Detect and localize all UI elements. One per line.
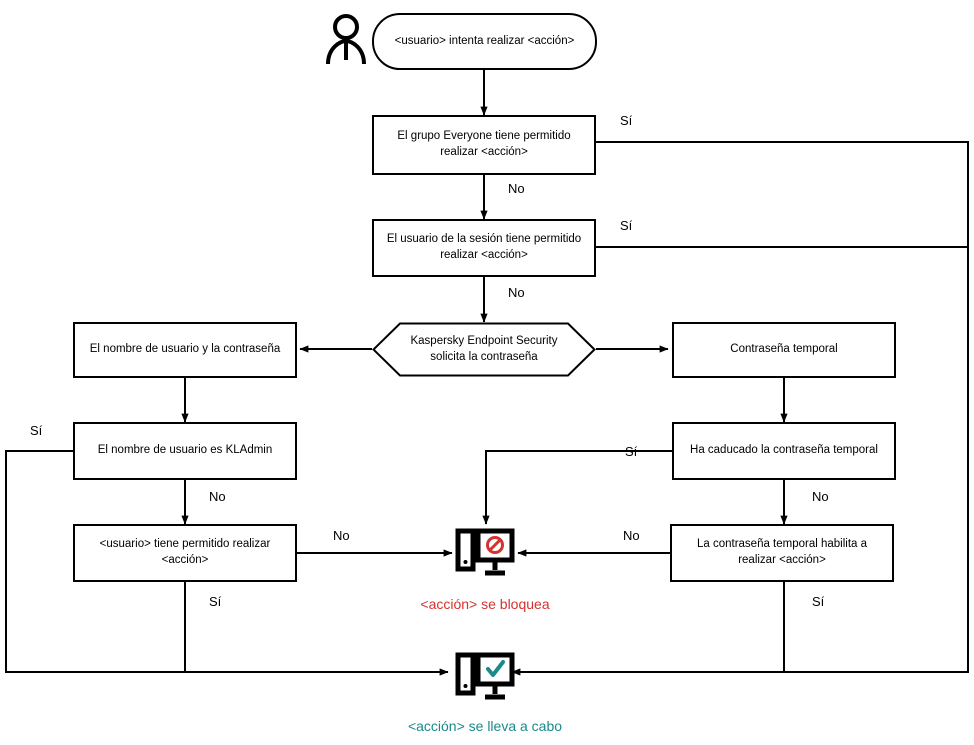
outcome-blocked-label: <acción> se bloquea bbox=[420, 596, 550, 612]
edge-label-kladmin-yes: Sí bbox=[30, 423, 43, 438]
hexagon-shape bbox=[372, 322, 596, 377]
outcome-allowed-label: <acción> se lleva a cabo bbox=[407, 718, 563, 734]
edge-label-expired-yes: Sí bbox=[625, 444, 638, 459]
edge-label-expired-no: No bbox=[812, 489, 829, 504]
user-person-icon bbox=[326, 14, 366, 65]
node-start-label: <usuario> intenta realizar <acción> bbox=[394, 34, 575, 47]
edge-label-user-allowed-no: No bbox=[333, 528, 350, 543]
edge-expired-yes bbox=[482, 450, 672, 525]
node-username-and-password-label: El nombre de usuario y la contraseña bbox=[89, 343, 281, 356]
node-user-allowed-action: <usuario> tiene permitido realizar <acci… bbox=[73, 524, 297, 582]
node-username-and-password: El nombre de usuario y la contraseña bbox=[73, 322, 297, 378]
node-temporary-password: Contraseña temporal bbox=[672, 322, 896, 378]
edge-label-session-no: No bbox=[508, 285, 525, 300]
edge-label-everyone-yes: Sí bbox=[620, 113, 633, 128]
node-temp-password-enables: La contraseña temporal habilita a realiz… bbox=[670, 524, 894, 582]
node-session-user-allowed: El usuario de la sesión tiene permitido … bbox=[372, 219, 596, 277]
node-user-allowed-action-label: <usuario> tiene permitido realizar <acci… bbox=[99, 538, 271, 566]
computer-check-icon bbox=[455, 652, 515, 700]
edge-label-session-yes: Sí bbox=[620, 218, 633, 233]
edge-label-enables-no: No bbox=[623, 528, 640, 543]
node-session-user-allowed-label: El usuario de la sesión tiene permitido … bbox=[386, 233, 582, 261]
edge-label-everyone-no: No bbox=[508, 181, 525, 196]
node-temporary-password-label: Contraseña temporal bbox=[730, 343, 838, 356]
node-username-is-kladmin: El nombre de usuario es KLAdmin bbox=[73, 422, 297, 480]
node-temp-password-expired-label: Ha caducado la contraseña temporal bbox=[690, 444, 878, 457]
node-start: <usuario> intenta realizar <acción> bbox=[372, 13, 597, 70]
edge-label-user-allowed-yes: Sí bbox=[209, 594, 222, 609]
node-username-is-kladmin-label: El nombre de usuario es KLAdmin bbox=[97, 444, 273, 457]
node-kes-requests-password: Kaspersky Endpoint Security solicita la … bbox=[372, 322, 596, 377]
node-everyone-allowed-label: El grupo Everyone tiene permitido realiz… bbox=[397, 130, 571, 158]
node-temp-password-expired: Ha caducado la contraseña temporal bbox=[672, 422, 896, 480]
edge-everyone-yes bbox=[511, 141, 969, 676]
computer-blocked-icon bbox=[455, 528, 515, 576]
node-everyone-allowed: El grupo Everyone tiene permitido realiz… bbox=[372, 115, 596, 175]
edge-label-enables-yes: Sí bbox=[812, 594, 825, 609]
edge-kladmin-yes bbox=[5, 450, 449, 676]
node-temp-password-enables-label: La contraseña temporal habilita a realiz… bbox=[696, 538, 868, 566]
node-kes-requests-password-label: Kaspersky Endpoint Security solicita la … bbox=[410, 334, 558, 363]
edge-label-kladmin-no: No bbox=[209, 489, 226, 504]
